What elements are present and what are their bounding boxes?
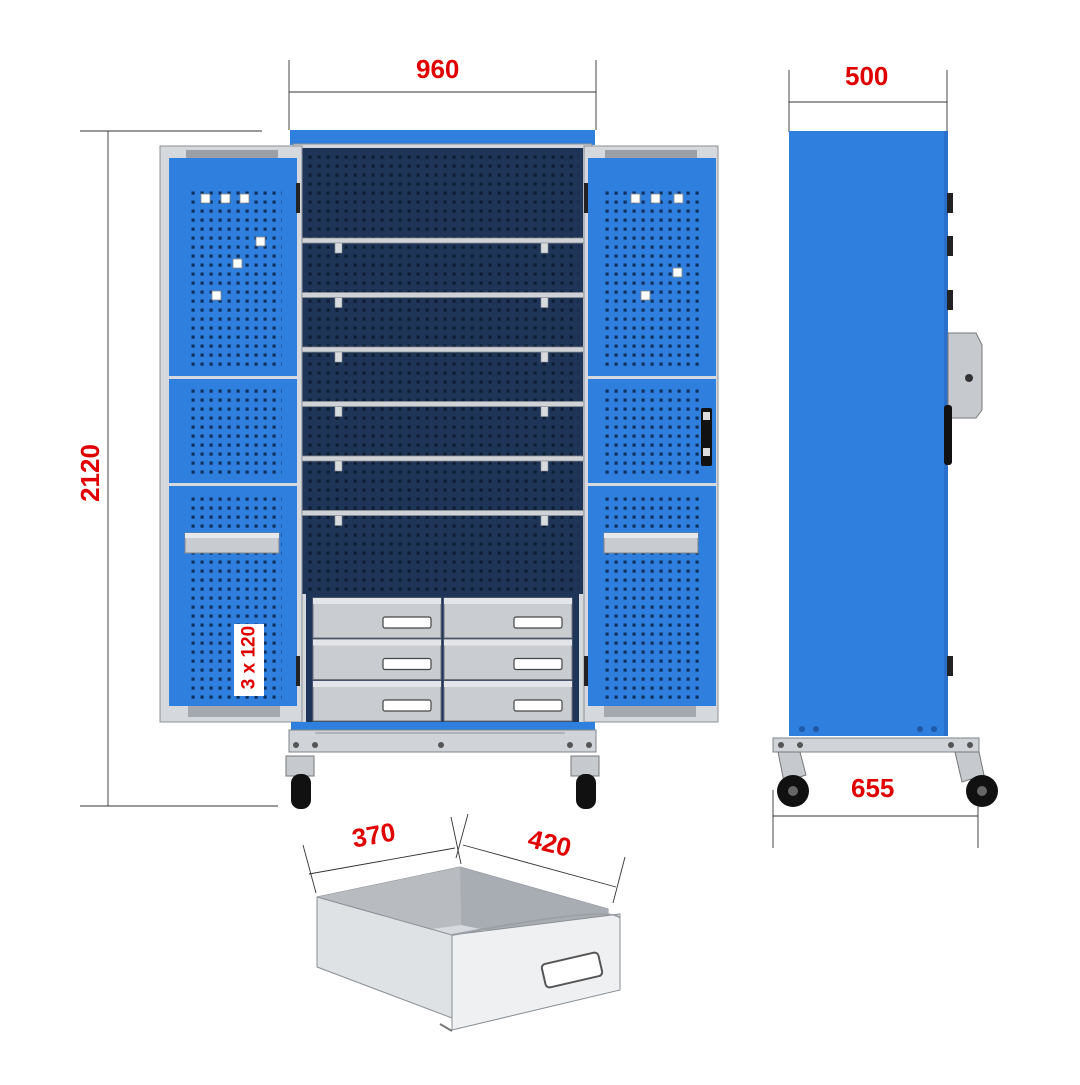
dimension-drawer-stack: 3 x 120 xyxy=(238,625,260,690)
dimension-depth-500: 500 xyxy=(845,61,889,91)
drawer-block xyxy=(312,597,573,722)
drawer xyxy=(443,639,573,680)
drawer xyxy=(312,680,442,722)
drawer-handle-icon xyxy=(382,699,432,712)
drawer-handle-icon xyxy=(513,616,563,629)
side-panel xyxy=(789,131,948,736)
side-caster-left-icon xyxy=(777,751,809,807)
dimension-drawer-width-370: 370 xyxy=(349,816,398,854)
drawer-handle-icon xyxy=(382,657,432,671)
side-caster-right-icon xyxy=(954,751,998,807)
drawer-handle-icon xyxy=(513,699,563,712)
drawer-detail xyxy=(316,866,621,1032)
front-view xyxy=(159,130,719,809)
drawer xyxy=(443,597,573,639)
drawer xyxy=(443,680,573,722)
drawer-handle-icon xyxy=(513,657,563,671)
left-door xyxy=(159,145,303,723)
side-lock-icon xyxy=(947,332,983,419)
dimension-drawer-stack-label: 3 x 120 xyxy=(234,624,264,696)
drawer-pull-handle-icon xyxy=(540,951,604,989)
front-caster-right-icon xyxy=(570,755,600,809)
dimension-width-960: 960 xyxy=(416,54,460,84)
side-view xyxy=(772,131,998,807)
front-caster-left-icon xyxy=(285,755,315,809)
cabinet-top xyxy=(290,130,595,145)
base-plate xyxy=(288,729,597,753)
dimension-height-2120: 2120 xyxy=(75,444,105,502)
side-base-plate xyxy=(772,737,980,753)
drawer-handle-icon xyxy=(382,616,432,629)
right-door xyxy=(583,145,719,723)
drawer xyxy=(312,639,442,680)
drawer xyxy=(312,597,442,639)
dimension-base-655: 655 xyxy=(851,773,895,803)
